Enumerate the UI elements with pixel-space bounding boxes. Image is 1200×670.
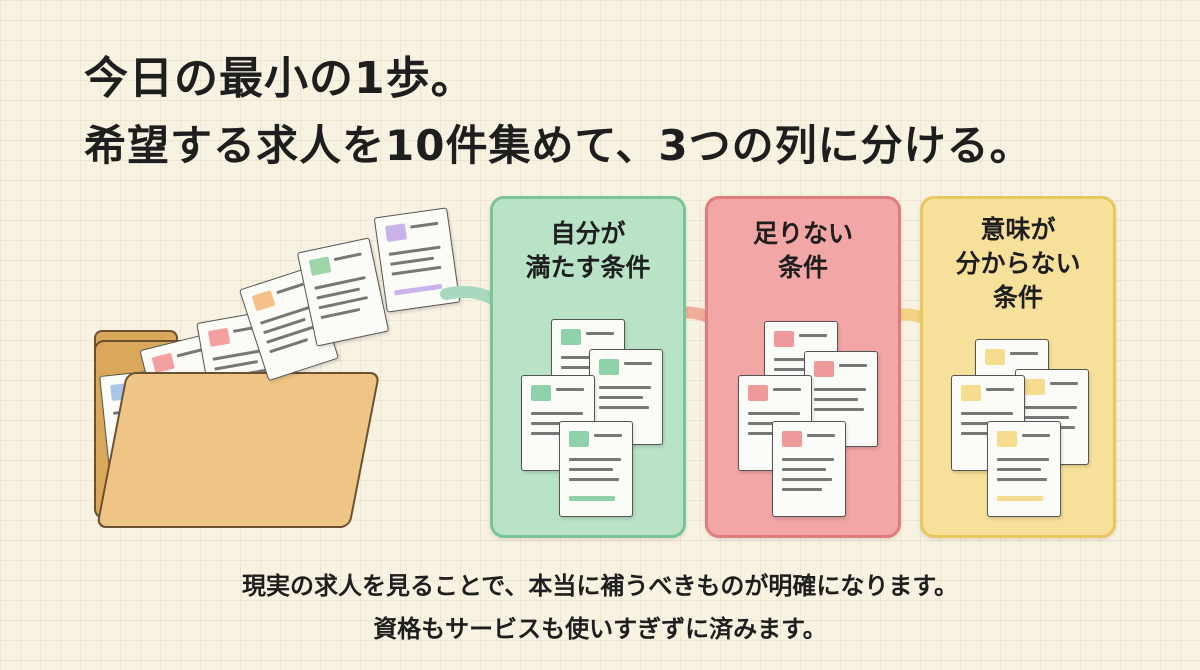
document-icon bbox=[772, 421, 846, 517]
caption-line-2: 資格もサービスも使いすぎずに済みます。 bbox=[373, 615, 827, 643]
column-title: 自分が満たす条件 bbox=[525, 219, 651, 282]
headline-line-1: 今日の最小の1歩。 bbox=[84, 53, 476, 104]
column-title: 意味が分からない条件 bbox=[955, 215, 1081, 312]
column-unclear: 意味が分からない条件 bbox=[920, 196, 1116, 538]
folder-front bbox=[96, 372, 381, 528]
headline-line-2: 希望する求人を10件集めて、3つの列に分ける。 bbox=[84, 121, 1033, 170]
caption-line-1: 現実の求人を見ることで、本当に補うべきものが明確になります。 bbox=[242, 572, 958, 600]
document-icon bbox=[987, 421, 1061, 517]
column-title: 足りない条件 bbox=[752, 219, 853, 282]
column-missing: 足りない条件 bbox=[705, 196, 901, 538]
document-icon bbox=[559, 421, 633, 517]
column-satisfied: 自分が満たす条件 bbox=[490, 196, 686, 538]
